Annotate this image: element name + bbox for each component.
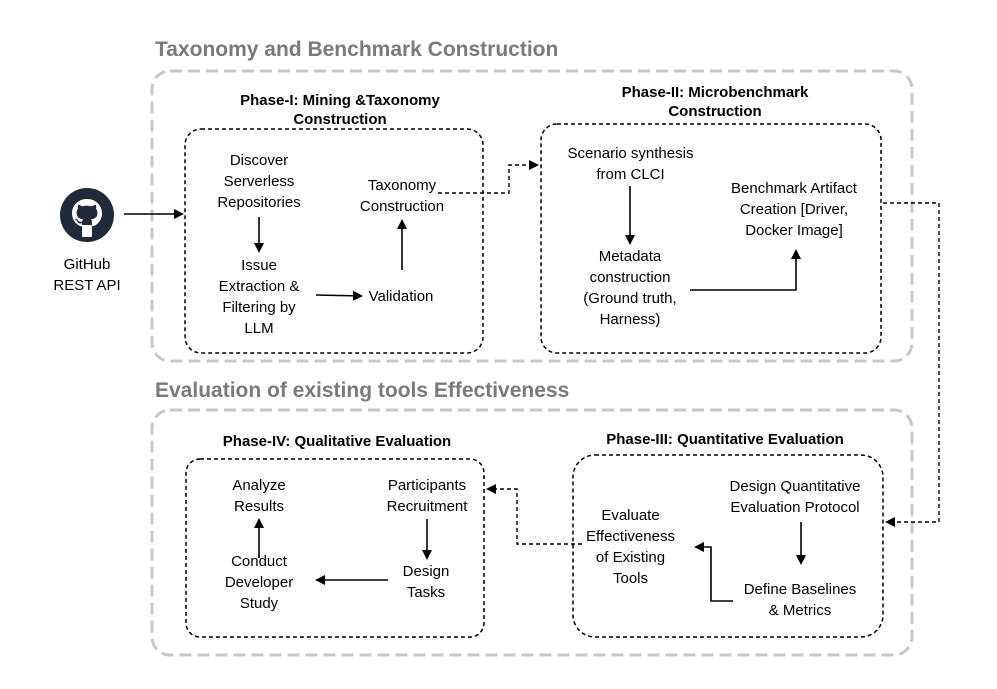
arrow-baselines-to-evaluate	[694, 542, 733, 602]
arrow-evaluate-to-phase4	[486, 484, 582, 545]
step-scenario-synthesis: Scenario synthesis from CLCI	[567, 145, 694, 183]
section-title-taxonomy: Taxonomy and Benchmark Construction	[155, 38, 559, 61]
step-discover-repositories: Discover Serverless Repositories	[217, 152, 301, 211]
step-taxonomy-construction: Taxonomy Construction	[359, 177, 445, 215]
section-title-evaluation: Evaluation of existing tools Effectivene…	[155, 379, 570, 402]
arrow-issue-to-validation	[315, 290, 363, 301]
section-taxonomy-container	[150, 69, 914, 363]
phase2-title: Phase-II: Microbenchmark Construction	[621, 84, 809, 120]
step-participants-recruitment: Participants Recruitment	[386, 477, 468, 515]
step-define-baselines: Define Baselines & Metrics	[743, 581, 857, 619]
phase3-container	[572, 454, 884, 638]
phase1-title: Phase-I: Mining &Taxonomy Construction	[240, 92, 440, 128]
step-evaluate-effectiveness: Evaluate Effectiveness of Existing Tools	[586, 507, 675, 587]
phase4-title: Phase-IV: Qualitative Evaluation	[222, 433, 452, 450]
step-validation: Validation	[368, 288, 434, 305]
step-benchmark-artifact: Benchmark Artifact Creation [Driver, Doc…	[731, 180, 857, 239]
github-icon	[60, 188, 114, 242]
step-design-protocol: Design Quantitative Evaluation Protocol	[729, 478, 861, 516]
step-issue-extraction: Issue Extraction & Filtering by LLM	[218, 257, 300, 337]
arrow-metadata-to-artifact	[690, 249, 801, 291]
arrow-artifact-to-phase3	[883, 202, 940, 527]
phase4-container	[185, 458, 485, 638]
phase2-container	[540, 123, 882, 354]
step-design-tasks: Design Tasks	[402, 563, 450, 601]
phase1-container	[184, 128, 484, 354]
step-metadata-construction: Metadata construction (Ground truth, Har…	[583, 248, 677, 328]
arrow-taxonomy-to-scenario	[438, 160, 539, 194]
section-evaluation-container	[150, 408, 914, 657]
github-rest-api-label: GitHub REST API	[53, 256, 121, 294]
step-conduct-study: Conduct Developer Study	[224, 553, 294, 612]
phase3-title: Phase-III: Quantitative Evaluation	[606, 431, 844, 448]
step-analyze-results: Analyze Results	[232, 477, 286, 515]
